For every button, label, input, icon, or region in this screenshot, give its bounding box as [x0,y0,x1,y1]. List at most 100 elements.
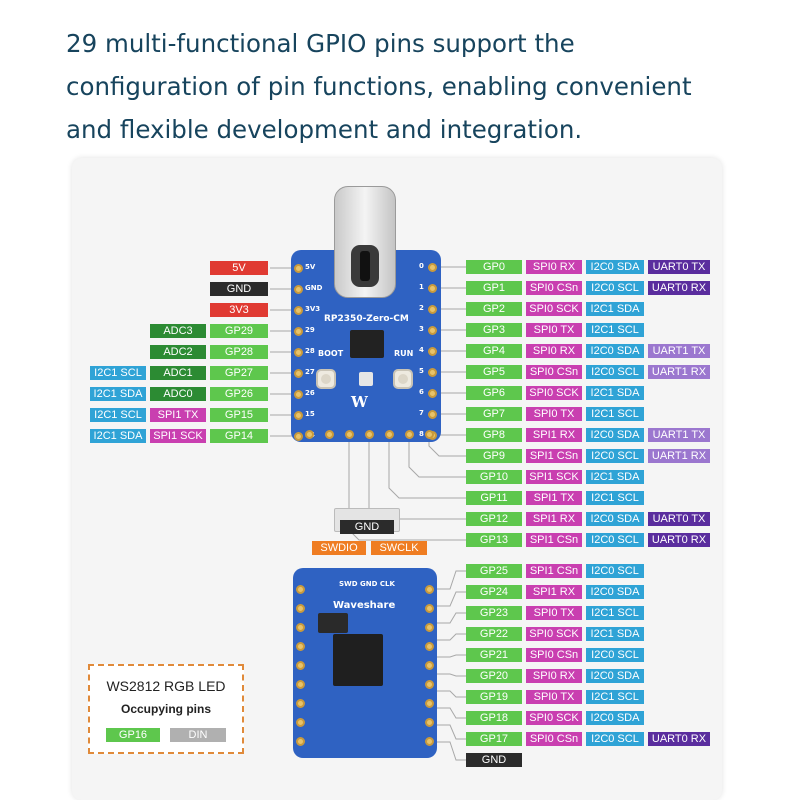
pin-pad [296,699,305,708]
pin-label: I2C0 SDA [586,428,644,442]
pin-silk: 15 [305,410,315,418]
ws2812-gpio-label: GP16 [106,728,160,742]
pin-label: GP5 [466,365,522,379]
pin-connector [434,633,466,641]
pin-label: GP11 [466,491,522,505]
pin-label: ADC2 [150,345,206,359]
pin-label: SPI1 TX [526,491,582,505]
pin-pad [425,699,434,708]
pin-pad [425,623,434,632]
pin-silk: 2 [419,304,424,312]
pin-pad [425,737,434,746]
pin-label: UART0 RX [648,533,710,547]
pin-label: I2C1 SCL [586,407,644,421]
pin-label: SPI0 RX [526,344,582,358]
pin-pad [296,680,305,689]
pin-label: GP3 [466,323,522,337]
pin-silk: 7 [419,409,424,417]
ws2812-subtitle: Occupying pins [120,702,211,716]
pin-connector [434,741,466,761]
pin-label: I2C0 SDA [586,512,644,526]
pin-label: SPI0 TX [526,690,582,704]
run-button[interactable] [393,369,413,389]
ws2812-din-label: DIN [170,728,226,742]
pin-silk: GND [305,284,323,292]
pin-label: SPI0 CSn [526,648,582,662]
pin-label: GP10 [466,470,522,484]
pin-pad [294,327,303,336]
pin-label: I2C1 SDA [586,302,644,316]
pin-pad [345,430,354,439]
pin-pad [296,623,305,632]
pin-connector [434,690,466,698]
pin-pad [425,604,434,613]
pin-label: I2C1 SDA [90,429,146,443]
pin-label: UART1 RX [648,449,710,463]
ws2812-title: WS2812 RGB LED [106,678,226,694]
pin-silk: 27 [305,368,315,376]
pin-label: GP20 [466,669,522,683]
board-brand: Waveshare [333,600,396,611]
pin-label: I2C0 SCL [586,732,644,746]
pin-label: UART0 TX [648,512,710,526]
board-name: RP2350-Zero-CM [324,314,409,324]
pin-pad [428,368,437,377]
pin-label: SPI0 SCK [526,711,582,725]
pin-label: GP6 [466,386,522,400]
pin-label: I2C1 SCL [586,606,644,620]
pin-label: I2C0 SDA [586,344,644,358]
pin-label: I2C0 SDA [586,711,644,725]
pin-label: SPI1 RX [526,512,582,526]
pin-label: SPI1 RX [526,428,582,442]
pin-silk: 8 [419,430,424,438]
boot-label: BOOT [318,349,344,358]
pin-label: I2C0 SCL [586,564,644,578]
pin-connector [434,724,466,740]
pin-label: GND [466,753,522,767]
headline: 29 multi-functional GPIO pins support th… [66,22,766,151]
pin-label: SPI0 RX [526,260,582,274]
pin-label: I2C1 SCL [586,491,644,505]
pin-pad [325,430,334,439]
flash-chip [318,613,348,633]
pin-label: GP27 [210,366,268,380]
pin-label: SPI1 CSn [526,449,582,463]
pin-connector [388,440,466,499]
pin-label: ADC0 [150,387,206,401]
pin-pad [425,680,434,689]
pin-pad [428,389,437,398]
pin-pad [294,390,303,399]
pin-label: UART1 TX [648,428,710,442]
pin-label: GP1 [466,281,522,295]
pin-label: GP8 [466,428,522,442]
pin-label: GP26 [210,387,268,401]
pin-silk: 3 [419,325,424,333]
pin-label: UART1 TX [648,344,710,358]
pin-label: GP7 [466,407,522,421]
pin-pad [425,585,434,594]
headline-line-3: and flexible development and integration… [66,115,583,144]
pin-connector [434,591,466,607]
pin-label: GP23 [466,606,522,620]
mcu-chip [350,330,384,358]
pin-pad [425,718,434,727]
pin-pad [296,585,305,594]
pin-label: ADC1 [150,366,206,380]
pin-silk: 0 [419,262,424,270]
waveshare-logo-icon: W [351,393,368,411]
pin-pad [294,369,303,378]
pin-label: UART0 TX [648,260,710,274]
pin-pad [294,432,303,441]
pin-label: GP17 [466,732,522,746]
pin-label: GP9 [466,449,522,463]
ws2812-legend: WS2812 RGB LED Occupying pins GP16 DIN [88,664,244,754]
pin-label: I2C0 SDA [586,669,644,683]
pin-label: I2C1 SDA [90,387,146,401]
boot-button[interactable] [316,369,336,389]
pin-label: GP19 [466,690,522,704]
headline-line-1: 29 multi-functional GPIO pins support th… [66,29,575,58]
pin-label: GP24 [466,585,522,599]
pin-pad [305,430,314,439]
pin-label: I2C0 SDA [586,260,644,274]
pin-label: GP25 [466,564,522,578]
